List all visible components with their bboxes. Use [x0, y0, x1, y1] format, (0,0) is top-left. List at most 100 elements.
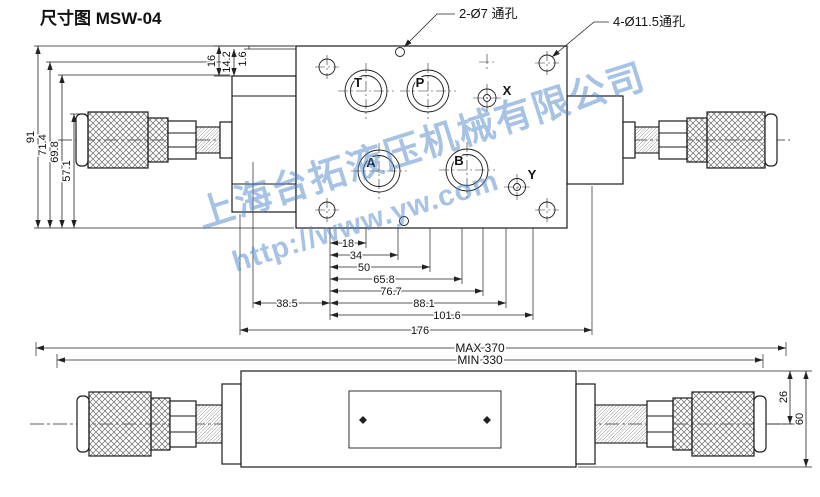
small-through-holes [395, 47, 495, 226]
port-T: T [338, 63, 394, 119]
nameplate-screw-mark [483, 416, 491, 424]
dim-label-min-330: MIN 330 [457, 353, 503, 367]
left-knob-cap [76, 395, 90, 453]
right-knob-cap [753, 395, 767, 453]
right-knurl-ring [686, 117, 708, 163]
port-X-inner [483, 94, 491, 102]
left-hex-nut [169, 400, 197, 448]
right-locknut [622, 121, 636, 159]
left-knob-cap [75, 113, 89, 167]
port-X-crosshair [473, 84, 501, 112]
port-T-label: T [354, 75, 362, 90]
right-knob-cap [764, 113, 778, 167]
right-hex-nut [658, 120, 688, 160]
port-Y-label: Y [528, 167, 537, 182]
dim-label-34: 34 [350, 250, 362, 262]
dim-label-26: 26 [778, 391, 790, 403]
right-adjuster-top [622, 111, 778, 169]
small-hole [395, 47, 405, 57]
corner-hole-cross [535, 51, 559, 75]
port-Y-crosshair [504, 174, 530, 200]
right-adjuster-front [575, 383, 767, 465]
left-adjuster-top [75, 111, 233, 169]
callout-small-holes: 2-Ø7 通孔 [459, 6, 518, 21]
nameplate [348, 390, 502, 449]
dim-label-69-8: 69.8 [49, 141, 61, 162]
right-threaded-stem [634, 126, 660, 154]
port-A-label: A [366, 155, 376, 170]
callout-leader-large-holes [551, 21, 609, 58]
dim-label-176: 176 [411, 325, 429, 337]
left-knurl-ring [147, 117, 169, 163]
left-body-block [231, 75, 297, 213]
right-knob-knurled [706, 111, 766, 169]
body-outline [240, 370, 577, 468]
port-X-label: X [503, 83, 512, 98]
dim-label-38-5: 38.5 [276, 298, 297, 310]
dim-label-16: 16 [206, 55, 218, 67]
right-knurl-ring [672, 397, 693, 451]
callout-leader-small-holes [403, 13, 455, 48]
corner-hole-cross [535, 198, 559, 222]
dim-label-76-7: 76.7 [380, 286, 401, 298]
right-threaded-stem [594, 404, 648, 444]
small-hole [399, 216, 409, 226]
port-X: X [473, 82, 513, 112]
callout-large-holes: 4-Ø11.5通孔 [613, 14, 685, 29]
right-hex-nut [646, 400, 674, 448]
left-locknut [219, 121, 233, 159]
right-body-block [566, 95, 624, 185]
bottom-view: MAX 370 MIN 330 [30, 339, 812, 468]
nameplate-screw-mark [359, 416, 367, 424]
left-hex-nut [167, 120, 197, 160]
valve-body-front [240, 370, 577, 468]
port-T-crosshair [338, 63, 394, 119]
hole-callouts: 2-Ø7 通孔 4-Ø11.5通孔 [403, 6, 685, 58]
dim-label-max-370: MAX 370 [455, 341, 505, 355]
corner-holes [315, 51, 559, 222]
top-view: T P X A [58, 45, 790, 229]
corner-hole-cross [315, 198, 339, 222]
top-view-dimensions: 91 71.4 69.8 57.1 16 14.2 1.6 [24, 45, 593, 339]
dim-label-65-8: 65.8 [373, 274, 394, 286]
port-P: P [400, 63, 456, 119]
left-knob-knurled [88, 391, 152, 457]
datum-cross-mark [479, 54, 495, 70]
left-adjuster-front [76, 383, 242, 465]
port-B-crosshair [439, 142, 495, 198]
left-dim-stack: 91 71.4 69.8 57.1 [24, 45, 294, 229]
left-threaded-stem [195, 404, 223, 444]
port-P-crosshair [400, 63, 456, 119]
port-A: A [351, 143, 407, 199]
dim-label-71-4: 71.4 [37, 134, 49, 155]
dim-label-60: 60 [794, 413, 806, 425]
length-dims: MAX 370 MIN 330 [35, 339, 787, 369]
port-B-label: B [454, 153, 463, 168]
dim-label-1-6: 1.6 [237, 51, 249, 66]
mounting-plate [295, 45, 568, 229]
left-knurl-ring [150, 397, 171, 451]
top-small-dims: 16 14.2 1.6 [205, 45, 296, 77]
dim-label-18: 18 [342, 238, 354, 250]
corner-hole-cross [315, 55, 339, 79]
dim-label-14-2: 14.2 [221, 51, 233, 72]
left-knob-knurled [87, 111, 149, 169]
dim-label-101-6: 101.6 [433, 310, 461, 322]
height-dims: 26 60 [578, 370, 812, 468]
dim-label-91: 91 [25, 131, 37, 143]
left-flange [221, 383, 242, 465]
dim-label-57-1: 57.1 [61, 160, 73, 181]
port-Y: Y [504, 166, 538, 200]
ports: T P X A [338, 63, 538, 200]
port-A-crosshair [351, 143, 407, 199]
dim-label-50: 50 [358, 262, 370, 274]
right-flange [575, 383, 596, 465]
port-B: B [439, 142, 495, 198]
bottom-dim-chain: 18 34 50 65.8 76.7 38.5 88.1 101.6 176 [239, 162, 593, 339]
dim-label-88-1: 88.1 [413, 298, 434, 310]
right-body-outline [566, 95, 624, 185]
page-title: 尺寸图 MSW-04 [40, 8, 162, 28]
left-threaded-stem [195, 126, 221, 154]
